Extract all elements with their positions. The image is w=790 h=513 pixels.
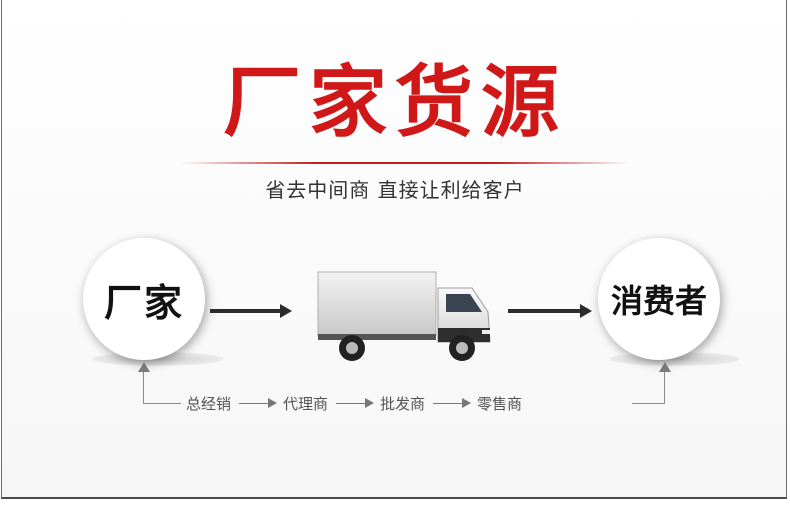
chain-arrow-icon	[239, 397, 278, 408]
arrow-to-consumer	[508, 304, 592, 318]
source-circle: 厂家	[83, 238, 205, 360]
chain-item: 总经销	[186, 394, 232, 413]
connector-left	[143, 372, 144, 403]
chain-item: 代理商	[283, 394, 329, 413]
page-subtitle: 省去中间商 直接让利给客户	[265, 178, 525, 202]
chain-arrow-icon	[433, 397, 472, 408]
arrow-up-icon	[659, 362, 671, 372]
chain-arrow-icon	[336, 397, 375, 408]
chain-item: 零售商	[477, 394, 523, 413]
truck-icon	[312, 268, 497, 372]
connector-left-h	[143, 403, 181, 404]
target-circle: 消费者	[598, 238, 720, 360]
target-label: 消费者	[610, 282, 707, 320]
connector-right-h	[632, 403, 664, 404]
arrow-up-icon	[138, 362, 150, 372]
source-label: 厂家	[103, 280, 184, 325]
arrow-to-truck	[210, 304, 292, 318]
chain-item: 批发商	[380, 394, 426, 413]
title-divider	[180, 162, 630, 164]
page-title: 厂家货源	[222, 58, 567, 148]
middlemen-chain: 总经销 代理商 批发商 零售商	[182, 392, 526, 414]
connector-right	[664, 372, 665, 404]
